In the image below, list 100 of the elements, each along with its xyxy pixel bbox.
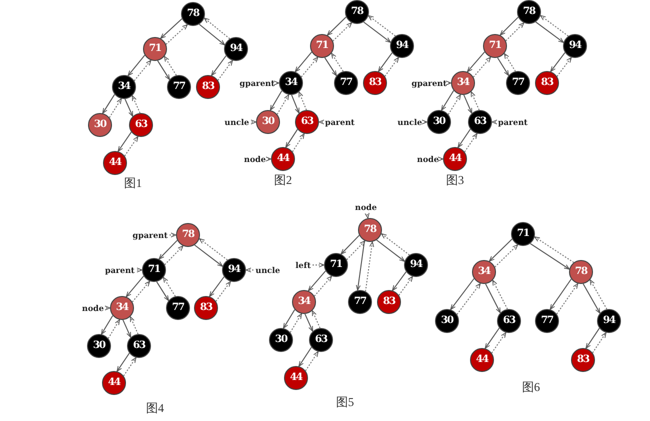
figure-caption: 图2 xyxy=(274,173,292,187)
arrow xyxy=(378,52,393,72)
tree-node-circle: 71 xyxy=(310,34,334,58)
arrow xyxy=(582,283,600,314)
dashed-arrow xyxy=(505,22,524,42)
tree-node-circle: 83 xyxy=(377,290,401,314)
pointer-label: uncle xyxy=(398,117,422,127)
arrow xyxy=(124,98,134,117)
tree-node-circle: 44 xyxy=(470,348,494,372)
pointer-label: node xyxy=(82,303,104,313)
tree-node-circle: 94 xyxy=(224,37,248,61)
tree-node-circle: 44 xyxy=(103,151,127,175)
tree-node-circle: 30 xyxy=(269,328,293,352)
tree-node-circle: 63 xyxy=(497,309,521,333)
dashed-arrow xyxy=(300,56,318,78)
arrow xyxy=(291,94,300,114)
dashed-arrow xyxy=(368,15,396,36)
arrow xyxy=(122,319,132,338)
dashed-arrow xyxy=(494,244,518,268)
pointer-arrow xyxy=(364,212,370,219)
arrow xyxy=(194,244,224,267)
arrow xyxy=(282,309,296,329)
dashed-arrow xyxy=(132,95,141,114)
dashed-arrow xyxy=(132,280,150,302)
arrow xyxy=(160,18,182,39)
tree-node-circle: 63 xyxy=(127,334,151,358)
dashed-arrow xyxy=(305,351,319,372)
arrow xyxy=(497,57,510,76)
tree-node-circle: 94 xyxy=(563,34,587,58)
tree-node-circle: 30 xyxy=(256,110,280,134)
tree-node-circle: 34 xyxy=(292,290,316,314)
tree-node-circle: 63 xyxy=(295,110,319,134)
dashed-arrow xyxy=(276,94,290,115)
dashed-arrow xyxy=(365,241,374,292)
tree-node-circle: 44 xyxy=(443,147,467,171)
dashed-arrow xyxy=(164,56,177,76)
tree-node-circle: 63 xyxy=(129,113,153,137)
figure-caption: 图5 xyxy=(336,395,354,409)
pointer-arrow xyxy=(169,232,176,238)
pointer-label: uncle xyxy=(224,117,250,127)
pointer-arrow xyxy=(250,120,256,124)
pointer-arrow xyxy=(446,80,452,86)
dashed-arrow xyxy=(556,56,572,77)
dashed-arrow xyxy=(204,18,230,40)
tree-node-circle: 30 xyxy=(87,334,111,358)
dashed-arrow xyxy=(398,276,414,296)
arrow xyxy=(376,240,406,262)
tree-node-circle: 44 xyxy=(271,147,295,171)
pointer-arrow xyxy=(492,120,498,124)
dashed-arrow xyxy=(492,280,508,310)
tree-node-circle: 34 xyxy=(451,71,475,95)
arrow xyxy=(285,128,298,148)
pointer-arrow xyxy=(312,262,324,268)
arrow xyxy=(466,51,486,72)
tree-node-circle: 71 xyxy=(142,258,166,282)
arrow xyxy=(488,238,513,262)
arrow xyxy=(392,271,407,291)
dashed-arrow xyxy=(314,276,332,297)
figure-caption: 图3 xyxy=(446,173,464,187)
dashed-arrow xyxy=(470,91,480,111)
dashed-arrow xyxy=(448,94,461,115)
pointer-arrow xyxy=(136,268,142,272)
arrow xyxy=(270,90,282,111)
tree-node-circle: 34 xyxy=(279,71,303,95)
dashed-arrow xyxy=(540,15,569,37)
dashed-arrow xyxy=(123,357,136,376)
arrow xyxy=(156,281,170,302)
tree-node-circle: 83 xyxy=(363,71,387,95)
pointer-label: parent xyxy=(325,117,355,127)
tree-node-circle: 63 xyxy=(468,110,492,134)
dashed-arrow xyxy=(331,52,344,72)
tree-node-circle: 77 xyxy=(334,71,358,95)
pointer-label: gparent xyxy=(412,78,447,88)
dashed-arrow xyxy=(298,91,307,111)
arrow xyxy=(550,278,572,310)
arrow xyxy=(363,22,392,43)
dashed-arrow xyxy=(504,53,516,72)
figure-caption: 图4 xyxy=(146,401,164,415)
tree-node-circle: 94 xyxy=(404,253,428,277)
dashed-arrow xyxy=(124,136,138,156)
dashed-arrow xyxy=(380,233,410,256)
pointer-label: uncle xyxy=(256,265,280,275)
tree-node-circle: 34 xyxy=(472,260,496,284)
pointer-arrow xyxy=(422,120,428,124)
pointer-arrow xyxy=(104,306,110,310)
dashed-arrow xyxy=(108,98,122,118)
tree-node-circle: 71 xyxy=(324,253,348,277)
arrow xyxy=(100,315,114,335)
tree-node-circle: 44 xyxy=(284,366,308,390)
pointer-label: parent xyxy=(105,265,135,275)
dashed-arrow xyxy=(108,319,120,339)
tree-node-circle: 83 xyxy=(571,348,595,372)
arrow xyxy=(458,128,471,148)
dashed-arrow xyxy=(456,282,481,315)
tree-node-circle: 34 xyxy=(110,296,134,320)
arrow xyxy=(550,52,566,72)
dashed-arrow xyxy=(290,313,302,333)
tree-node-circle: 78 xyxy=(517,0,541,24)
dashed-arrow xyxy=(312,310,321,329)
tree-node-circle: 94 xyxy=(597,309,621,333)
